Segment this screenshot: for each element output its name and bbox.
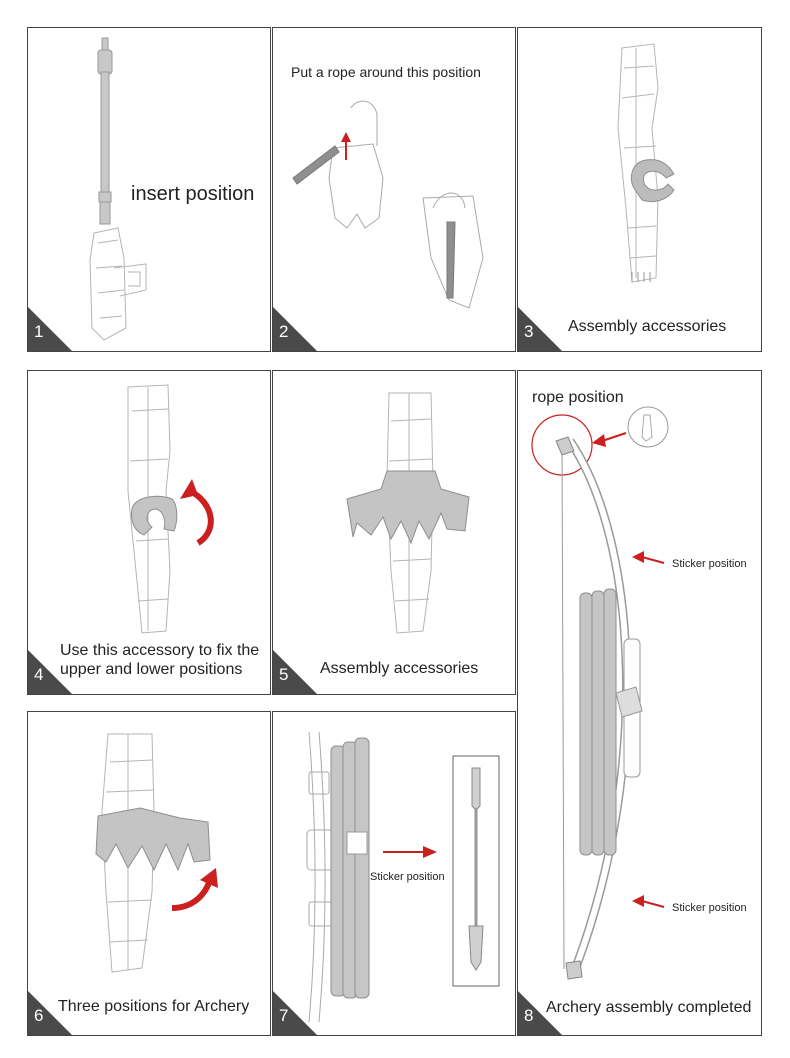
panel-4-number-badge: 4: [28, 650, 72, 694]
rope-illustration: [292, 100, 484, 309]
panel-3-number-badge: 3: [518, 307, 562, 351]
panel-6-number-badge: 6: [28, 991, 72, 1035]
panel-4: Use this accessory to fix the upper and …: [27, 370, 271, 695]
panel-7: Sticker position 7: [272, 711, 516, 1036]
panel-5: Assembly accessories 5: [272, 370, 516, 695]
panel-8-number-badge: 8: [518, 991, 562, 1035]
panel-8-caption: Archery assembly completed: [546, 999, 752, 1016]
panel-6-caption: Three positions for Archery: [58, 998, 250, 1015]
panel-3-caption: Assembly accessories: [568, 318, 727, 335]
sticker-position-bottom-label: Sticker position: [672, 902, 747, 914]
rope-position-label: rope position: [532, 389, 624, 406]
sticker-position-top-label: Sticker position: [672, 558, 747, 570]
panel-1-caption: insert position: [131, 183, 255, 205]
completed-bow-illustration: [531, 406, 669, 980]
sticker-position-illustration: [306, 731, 500, 1023]
panel-5-caption: Assembly accessories: [320, 660, 479, 677]
three-positions-illustration: [95, 733, 218, 973]
panel-8: rope position Sticker position Sticker p…: [517, 370, 762, 1036]
panel-4-caption: Use this accessory to fix the upper and …: [60, 642, 260, 678]
panel-1: insert position 1: [27, 27, 271, 352]
insert-position-illustration: [89, 37, 147, 341]
panel-2-number-badge: 2: [273, 307, 317, 351]
quiver-accessory-illustration: [346, 392, 470, 634]
assembly-accessory-illustration: [617, 43, 675, 283]
panel-7-number-badge: 7: [273, 991, 317, 1035]
fix-accessory-illustration: [127, 384, 214, 634]
panel-2-caption: Put a rope around this position: [291, 64, 481, 80]
panel-3: Assembly accessories 3: [517, 27, 762, 352]
panel-5-number-badge: 5: [273, 650, 317, 694]
panel-7-caption: Sticker position: [370, 871, 445, 883]
panel-2: Put a rope around this position 2: [272, 27, 516, 352]
panel-1-number-badge: 1: [28, 307, 72, 351]
panel-6: Three positions for Archery 6: [27, 711, 271, 1036]
